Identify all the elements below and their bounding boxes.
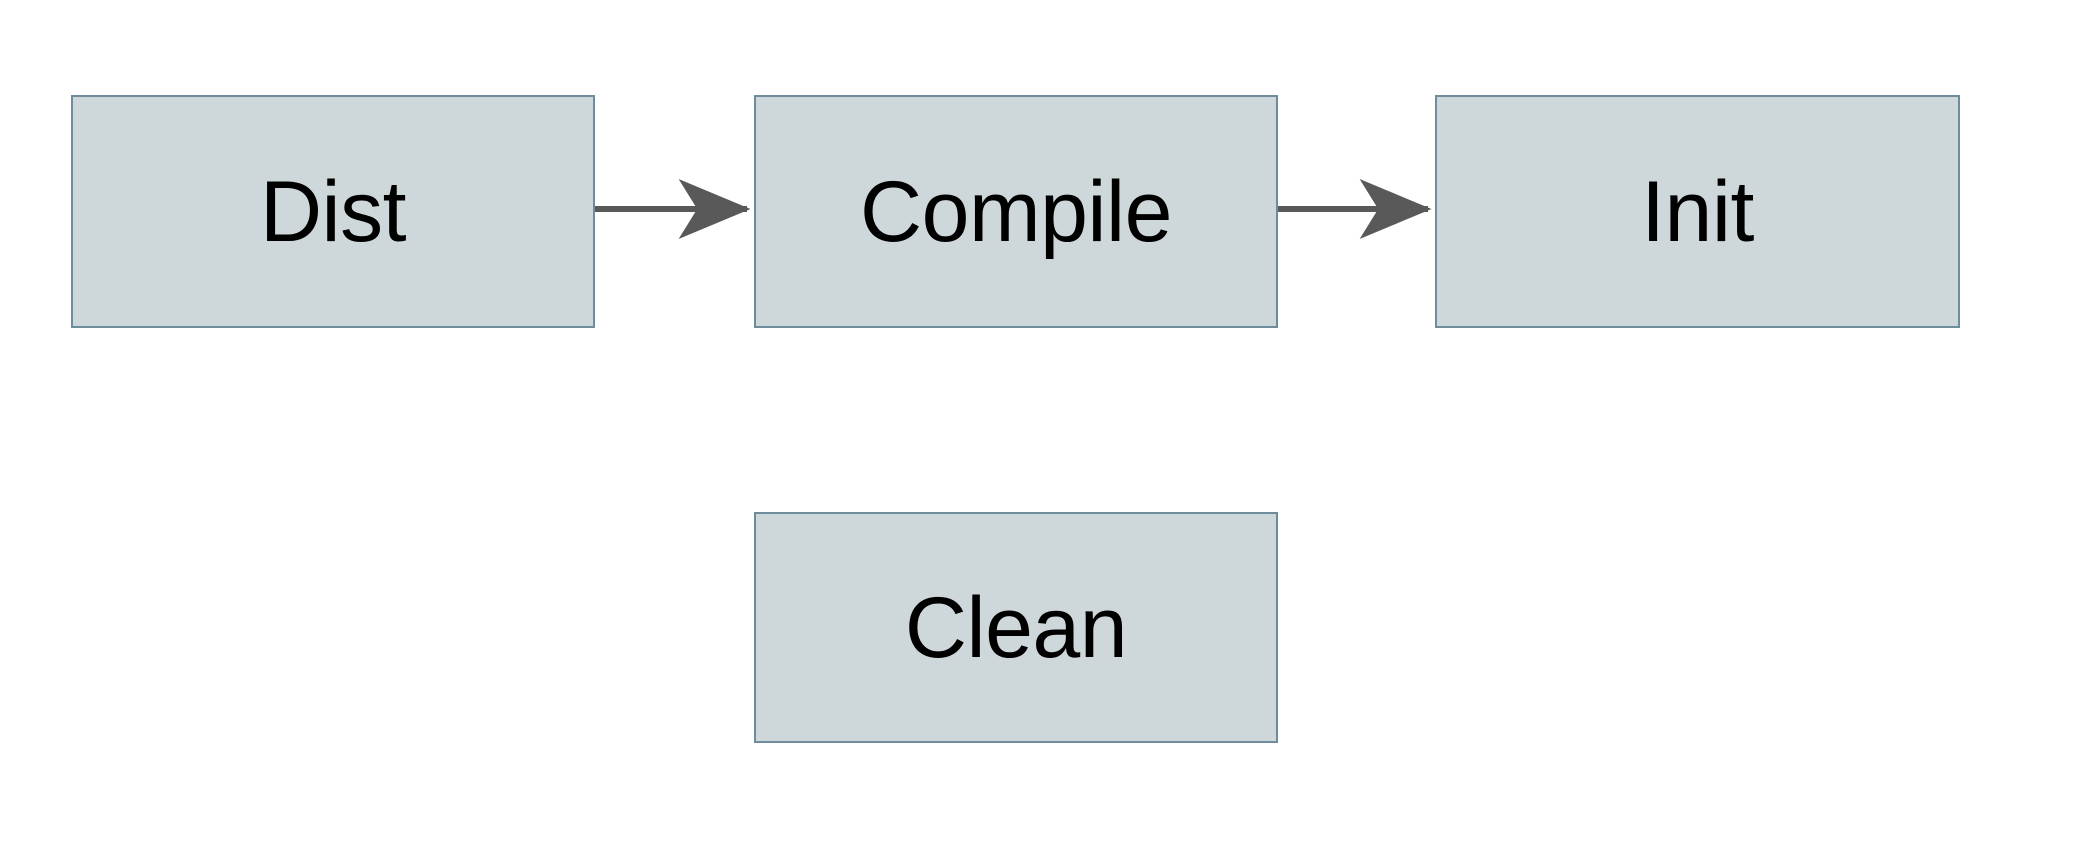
edge-compile-to-init-hit[interactable]: [1278, 189, 1436, 229]
node-compile-label: Compile: [860, 163, 1172, 260]
node-init-label: Init: [1641, 163, 1754, 260]
edge-dist-to-compile-hit[interactable]: [595, 189, 755, 229]
node-clean[interactable]: Clean: [754, 512, 1278, 743]
node-init[interactable]: Init: [1435, 95, 1960, 328]
node-clean-label: Clean: [904, 579, 1128, 676]
node-dist[interactable]: Dist: [71, 95, 595, 328]
node-dist-label: Dist: [259, 163, 407, 260]
node-compile[interactable]: Compile: [754, 95, 1278, 328]
